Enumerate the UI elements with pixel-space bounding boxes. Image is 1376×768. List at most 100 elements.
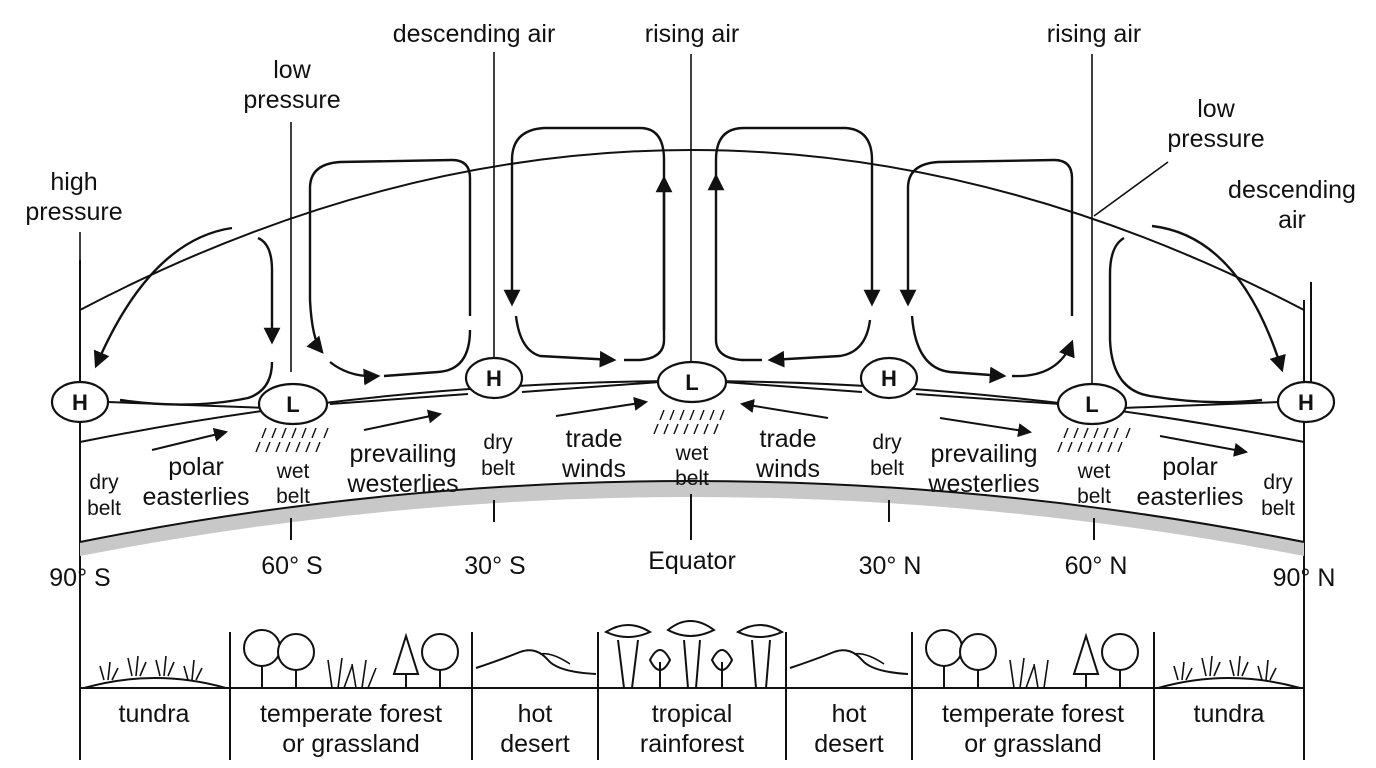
label-descending-air-right-1: descending [1228, 176, 1356, 204]
biome-label-temperate-n-2: or grassland [964, 730, 1102, 758]
label-dry-belt-30s-2: belt [481, 457, 515, 480]
tundra-s-icon [83, 655, 227, 689]
label-wet-belt-60n-2: belt [1077, 485, 1111, 508]
pressure-center-l-eq: L [656, 360, 728, 404]
cell-arrow [899, 158, 1074, 316]
svg-text:L: L [685, 370, 698, 395]
label-dry-belt-sp-1: dry [89, 471, 119, 494]
pressure-center-h-90s: H [50, 380, 110, 424]
svg-text:L: L [286, 392, 299, 417]
label-dry-belt-sp-2: belt [87, 497, 121, 520]
label-low-pressure-right-1: low [1197, 95, 1235, 123]
label-low-pressure-right-2: pressure [1167, 125, 1264, 153]
pressure-center-h-30n: H [859, 356, 919, 400]
label-trade-winds-n-1: trade [760, 425, 817, 453]
label-dry-belt-30s-1: dry [483, 431, 513, 454]
temperate-s-icon [243, 629, 459, 689]
label-wet-belt-60s-1: wet [276, 460, 310, 483]
biome-label-tropical-2: rainforest [640, 730, 744, 758]
cell-arrow [714, 339, 762, 362]
temperate-n-icon [925, 629, 1139, 689]
label-dry-belt-30n-2: belt [870, 457, 904, 480]
ground-surface-line [79, 480, 1305, 543]
pressure-center-h-30s: H [464, 356, 524, 400]
pressure-center-l-60n: L [1056, 382, 1128, 426]
biome-label-tundra-s: tundra [119, 700, 190, 728]
label-low-pressure-left-1: low [273, 56, 311, 84]
biome-label-temperate-n-1: temperate forest [942, 700, 1124, 728]
cell-arrow [1011, 339, 1075, 378]
cell-arrow [503, 126, 666, 330]
label-prevailing-westerlies-s-2: westerlies [346, 470, 458, 498]
svg-text:H: H [881, 366, 897, 391]
cell-arrow [767, 319, 872, 368]
label-high-pressure-1: high [50, 168, 97, 196]
label-trade-winds-n-2: winds [755, 455, 820, 483]
biome-label-temperate-s-1: temperate forest [260, 700, 442, 728]
tundra-n-icon [1157, 655, 1301, 689]
label-wet-belt-eq-2: belt [675, 467, 709, 490]
cell-arrow [119, 361, 274, 406]
biome-label-desert-n-1: hot [832, 700, 867, 728]
rain-icon-60n [1057, 427, 1131, 453]
label-low-pressure-left-2: pressure [243, 86, 340, 114]
latitude-label-equator: Equator [648, 547, 736, 575]
label-prevailing-westerlies-s-1: prevailing [349, 440, 456, 468]
latitude-label-60s: 60° S [261, 552, 322, 580]
label-rising-air-right: rising air [1047, 20, 1141, 48]
cell-arrow [383, 329, 472, 378]
biome-label-desert-n-2: desert [814, 730, 884, 758]
cell-arrow [714, 126, 881, 307]
prevailing-westerlies-n-arrow [939, 417, 1033, 438]
convection-cells [93, 126, 1286, 406]
biome-label-tundra-n: tundra [1194, 700, 1265, 728]
biome-strip [79, 632, 1305, 760]
cell-arrow [1108, 236, 1263, 404]
label-trade-winds-s-1: trade [566, 425, 623, 453]
label-polar-easterlies-n-2: easterlies [1137, 483, 1244, 511]
biome-label-desert-s-1: hot [518, 700, 553, 728]
label-high-pressure-2: pressure [25, 198, 122, 226]
latitude-label-90s: 90° S [49, 564, 110, 592]
latitude-label-30n: 30° N [859, 552, 922, 580]
cell-arrow [514, 315, 617, 368]
latitude-label-60n: 60° N [1065, 552, 1128, 580]
pressure-center-h-90n: H [1276, 380, 1336, 424]
label-wet-belt-60s-2: belt [276, 485, 310, 508]
rain-icon-60s [255, 427, 329, 453]
svg-text:H: H [486, 366, 502, 391]
tropical-icon [603, 620, 785, 689]
label-trade-winds-s-2: winds [561, 455, 626, 483]
label-descending-air-left: descending air [393, 20, 556, 48]
label-descending-air-right-2: air [1278, 206, 1306, 234]
label-polar-easterlies-n-1: polar [1162, 453, 1218, 481]
prevailing-westerlies-s-arrow [363, 409, 443, 431]
label-prevailing-westerlies-n-1: prevailing [930, 440, 1037, 468]
rain-icon-eq [653, 409, 725, 435]
desert-n-icon [789, 649, 909, 675]
pressure-center-l-60s: L [257, 382, 329, 426]
polar-easterlies-n-arrow [1159, 435, 1249, 457]
label-polar-easterlies-s-2: easterlies [143, 483, 250, 511]
latitude-label-30s: 30° S [464, 552, 525, 580]
cell-arrow [329, 361, 381, 386]
label-dry-belt-np-2: belt [1261, 497, 1295, 520]
label-polar-easterlies-s-1: polar [168, 453, 224, 481]
trade-winds-n-arrow [739, 399, 829, 419]
ground-shadow [80, 481, 1304, 556]
latitude-label-90n: 90° N [1273, 564, 1336, 592]
latitude-ticks [290, 494, 1095, 540]
label-dry-belt-30n-1: dry [872, 431, 902, 454]
desert-s-icon [475, 649, 597, 675]
trade-winds-s-arrow [555, 396, 649, 417]
atmosphere-top-arc [79, 149, 1305, 311]
biome-label-tropical-1: tropical [652, 700, 733, 728]
svg-text:L: L [1085, 392, 1098, 417]
label-prevailing-westerlies-n-2: westerlies [927, 470, 1039, 498]
svg-text:H: H [1298, 390, 1314, 415]
cell-arrow [624, 175, 673, 362]
biome-label-desert-s-2: desert [500, 730, 570, 758]
svg-text:H: H [72, 390, 88, 415]
polar-easterlies-s-arrow [151, 428, 229, 451]
